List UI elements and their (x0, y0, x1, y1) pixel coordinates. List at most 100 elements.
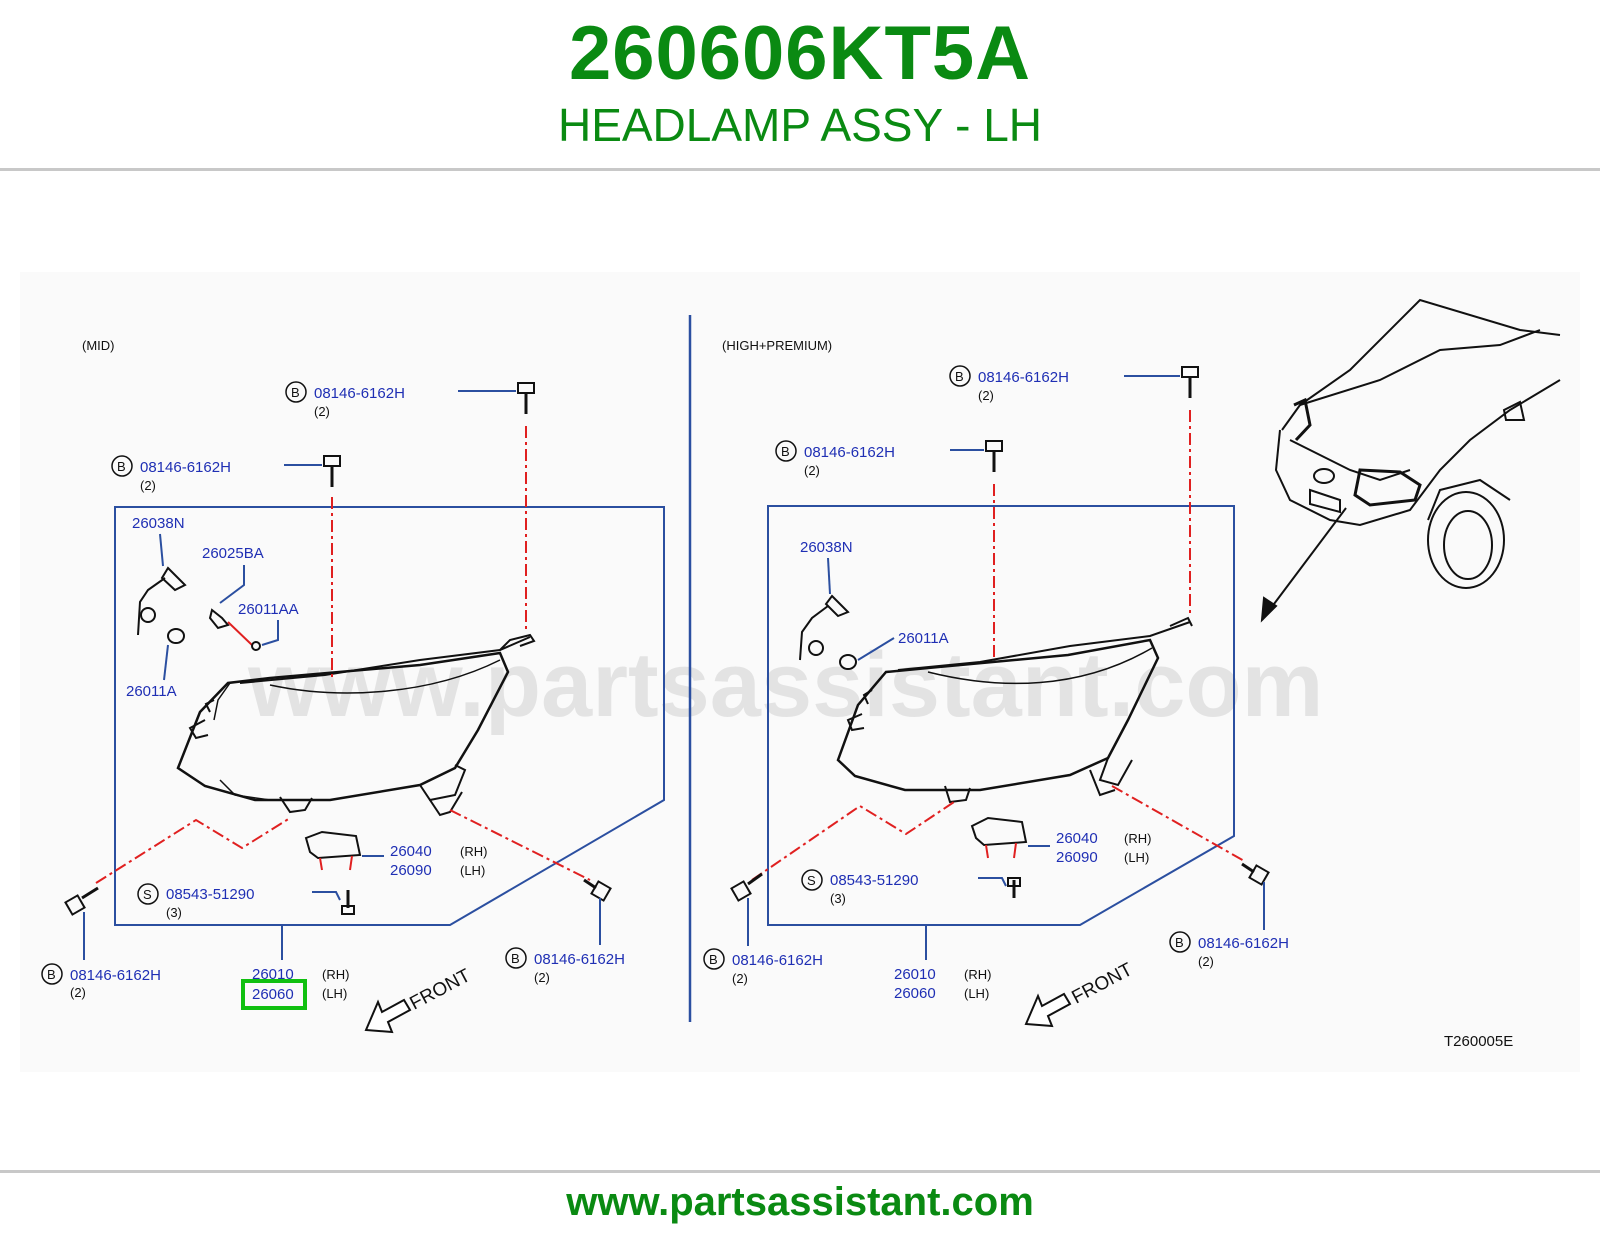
footer-url[interactable]: www.partsassistant.com (566, 1180, 1034, 1224)
right-bolt-bottom-left (730, 872, 763, 946)
right-bolt-bottom-right (1241, 862, 1270, 930)
svg-text:26090: 26090 (390, 862, 432, 879)
svg-text:(2): (2) (804, 463, 820, 478)
right-callout-bolt-bottom-left[interactable]: B 08146-6162H (2) (703, 948, 823, 986)
right-assy-lh-tag: (LH) (964, 986, 989, 1001)
svg-text:B: B (291, 385, 300, 400)
svg-text:(LH): (LH) (1124, 850, 1149, 865)
left-headlamp-drawing (176, 633, 536, 817)
left-assy-lh-highlighted[interactable]: 26060 (252, 986, 294, 1003)
svg-text:B: B (709, 952, 718, 967)
svg-text:08146-6162H: 08146-6162H (732, 952, 823, 969)
right-callout-bolt-top-right[interactable]: B 08146-6162H (2) (949, 365, 1069, 403)
right-callout-bolt-top-left[interactable]: B 08146-6162H (2) (775, 440, 895, 478)
left-callout-bolt-bottom-right[interactable]: B 08146-6162H (2) (505, 947, 625, 985)
svg-text:26038N: 26038N (132, 515, 185, 532)
svg-text:26011A: 26011A (898, 630, 949, 647)
left-label-bulb[interactable]: 26011A (126, 644, 177, 700)
svg-text:08146-6162H: 08146-6162H (70, 967, 161, 984)
part-number-title: 260606KT5A (568, 11, 1032, 96)
svg-text:26011A: 26011A (126, 683, 177, 700)
svg-text:(2): (2) (978, 388, 994, 403)
header-divider (0, 168, 1600, 171)
left-callout-bolt-top-left[interactable]: B 08146-6162H (2) (111, 455, 231, 493)
right-panel-title: (HIGH+PREMIUM) (722, 338, 832, 353)
svg-text:(RH): (RH) (1124, 831, 1151, 846)
left-bolt-bottom-left (64, 886, 99, 960)
left-callout-screw[interactable]: S 08543-51290 (3) (137, 883, 254, 920)
right-callout-screw[interactable]: S 08543-51290 (3) (801, 869, 918, 906)
right-headlamp-drawing (836, 616, 1193, 804)
svg-text:(RH): (RH) (460, 844, 487, 859)
right-label-bulb[interactable]: 26011A (857, 630, 949, 661)
svg-text:(2): (2) (732, 971, 748, 986)
right-bolt-top-right (1124, 366, 1199, 616)
svg-text:S: S (143, 887, 152, 902)
highlight-box (241, 979, 307, 1010)
left-assy-rh[interactable]: 26010 (252, 966, 294, 983)
svg-text:08543-51290: 08543-51290 (830, 872, 918, 889)
svg-text:08146-6162H: 08146-6162H (140, 459, 231, 476)
right-leader-bottom-left (751, 801, 955, 881)
left-bolt-top-left (284, 455, 341, 678)
left-label-bulb-socket[interactable]: 26025BA (202, 545, 264, 604)
left-assy-lh-tag: (LH) (322, 986, 347, 1001)
watermark: www.partsassistant.com (247, 634, 1323, 736)
left-socket-drawing (137, 566, 261, 651)
svg-text:26011AA: 26011AA (238, 601, 299, 618)
svg-text:26040: 26040 (390, 843, 432, 860)
svg-text:S: S (807, 873, 816, 888)
svg-text:(2): (2) (70, 985, 86, 1000)
part-description: HEADLAMP ASSY - LH (557, 99, 1043, 151)
svg-text:B: B (955, 369, 964, 384)
svg-text:B: B (1175, 935, 1184, 950)
left-label-socket[interactable]: 26038N (132, 515, 185, 567)
left-leader-bottom-left (95, 817, 291, 884)
left-callout-bolt-top-right[interactable]: B 08146-6162H (2) (285, 381, 405, 419)
diagram-background (20, 272, 1580, 1072)
right-screw-drawing (978, 877, 1021, 898)
right-bracket-drawing (970, 816, 1028, 859)
svg-text:(2): (2) (314, 404, 330, 419)
svg-text:08543-51290: 08543-51290 (166, 886, 254, 903)
right-bolt-top-left (950, 440, 1003, 660)
left-panel: (MID) (41, 338, 665, 1034)
left-leader-bottom-right (449, 809, 591, 881)
svg-text:26090: 26090 (1056, 849, 1098, 866)
diagram-code: T260005E (1444, 1033, 1513, 1050)
svg-text:08146-6162H: 08146-6162H (804, 444, 895, 461)
left-panel-title: (MID) (82, 338, 115, 353)
svg-text:B: B (47, 967, 56, 982)
svg-text:08146-6162H: 08146-6162H (534, 951, 625, 968)
svg-text:B: B (511, 951, 520, 966)
svg-text:(3): (3) (166, 905, 182, 920)
svg-text:(2): (2) (534, 970, 550, 985)
svg-text:(LH): (LH) (460, 863, 485, 878)
right-assy-rh-tag: (RH) (964, 967, 991, 982)
right-assy-lh[interactable]: 26060 (894, 985, 936, 1002)
left-assy-rh-tag: (RH) (322, 967, 349, 982)
page-header: 260606KT5A HEADLAMP ASSY - LH (0, 0, 1600, 170)
right-assembly-frame (767, 505, 1235, 926)
svg-text:(2): (2) (140, 478, 156, 493)
right-label-bracket[interactable]: 26040 26090 (RH) (LH) (1028, 830, 1151, 866)
svg-text:08146-6162H: 08146-6162H (1198, 935, 1289, 952)
right-label-socket[interactable]: 26038N (800, 539, 853, 595)
left-callout-bolt-bottom-left[interactable]: B 08146-6162H (2) (41, 963, 161, 1000)
left-bolt-top-right (458, 382, 535, 630)
left-bracket-drawing (304, 830, 362, 871)
left-label-small-bulb[interactable]: 26011AA (238, 601, 299, 646)
svg-text:(2): (2) (1198, 954, 1214, 969)
svg-text:26040: 26040 (1056, 830, 1098, 847)
svg-text:08146-6162H: 08146-6162H (978, 369, 1069, 386)
right-leader-bottom-right (1111, 785, 1247, 863)
svg-text:B: B (781, 444, 790, 459)
svg-text:(3): (3) (830, 891, 846, 906)
right-assy-rh[interactable]: 26010 (894, 966, 936, 983)
svg-text:B: B (117, 459, 126, 474)
svg-text:26025BA: 26025BA (202, 545, 264, 562)
right-callout-bolt-bottom-right[interactable]: B 08146-6162H (2) (1169, 931, 1289, 969)
footer-divider (0, 1170, 1600, 1173)
left-label-bracket[interactable]: 26040 26090 (RH) (LH) (362, 843, 487, 879)
